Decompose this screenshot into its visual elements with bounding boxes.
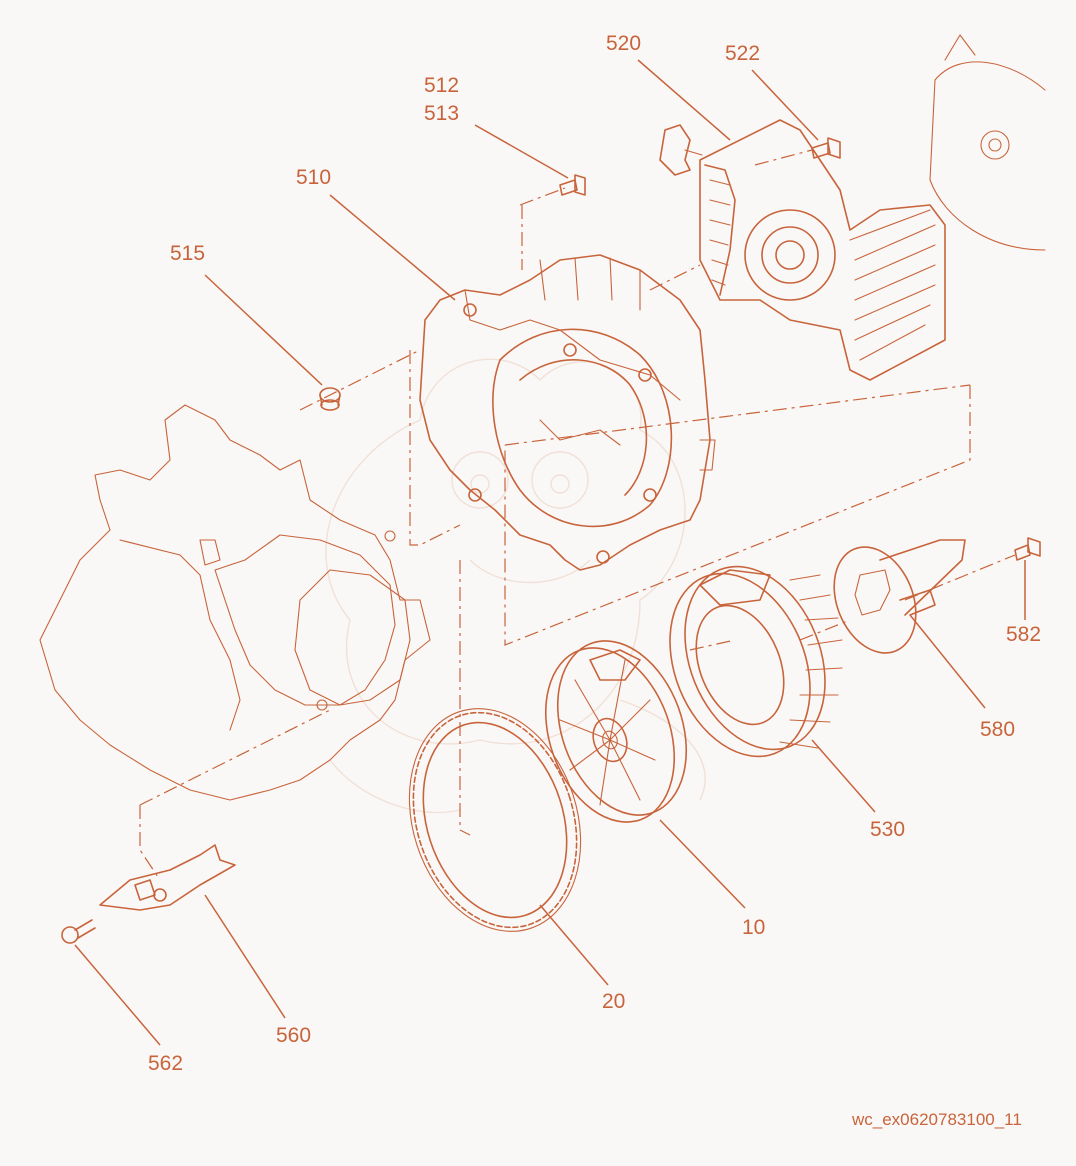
callout-580: 580 [980,718,1015,741]
engine-side-outline [929,34,1046,251]
callout-510: 510 [296,166,331,189]
spacer-515 [319,387,341,411]
callout-530: 530 [870,818,905,841]
screw-562 [61,919,96,944]
reference-code: wc_ex0620783100_11 [852,1110,1022,1129]
screw-522 [811,137,841,159]
callout-520: 520 [606,32,641,55]
alignment-lines [139,149,1016,881]
callout-10: 10 [742,916,765,939]
recoil-starter-520 [659,119,946,381]
callout-582: 582 [1006,623,1041,646]
callout-515: 515 [170,242,205,265]
callout-labels: 510 512 513 515 520 522 530 580 582 10 2… [148,32,1041,1075]
engine-block-outline [39,404,431,801]
bracket-560 [99,844,236,911]
fan-housing-510 [419,254,716,571]
callout-513: 513 [424,102,459,125]
callout-20: 20 [602,990,625,1013]
ring-gear-20 [408,708,582,932]
mascot-watermark [325,358,706,814]
callout-512: 512 [424,74,459,97]
callout-522: 522 [725,42,760,65]
hub-580 [833,539,966,654]
screw-512 [559,174,586,196]
flywheel-10 [544,640,688,823]
callout-560: 560 [276,1024,311,1047]
fan-530 [669,565,843,758]
callout-562: 562 [148,1052,183,1075]
screw-582 [1014,537,1041,561]
leader-lines [74,59,1026,1046]
